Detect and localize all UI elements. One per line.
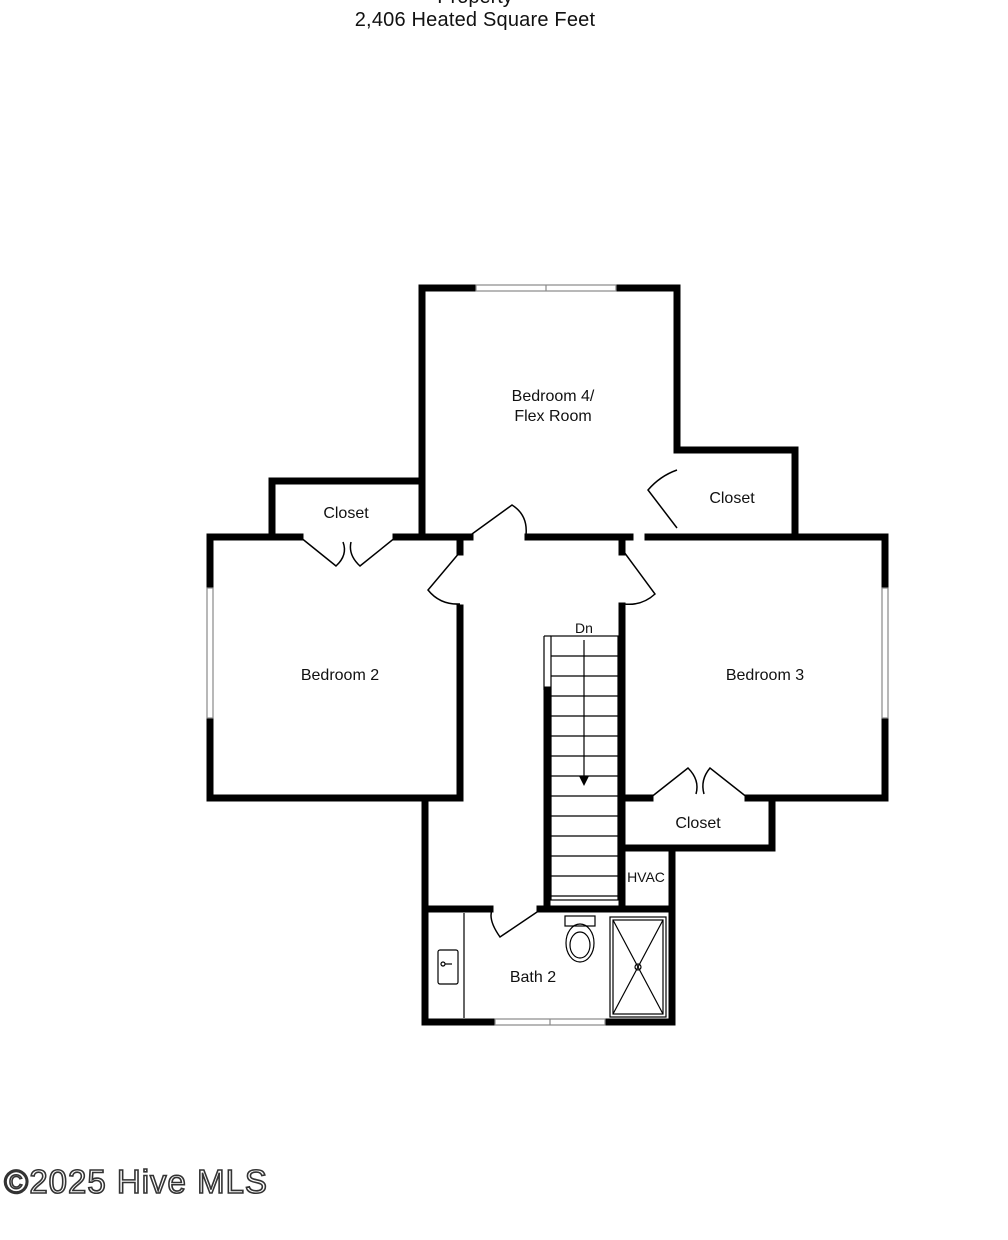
- header-partial-title: Property: [0, 0, 950, 9]
- hvac-label: HVAC: [627, 869, 665, 885]
- stairs-down-label: Dn: [575, 620, 593, 636]
- closet-right-top-label: Closet: [709, 490, 755, 507]
- closet-bedroom-3-label: Closet: [675, 815, 721, 832]
- bedroom-4-label-line1: Bedroom 4/: [512, 388, 595, 405]
- toilet-bowl-icon: [565, 923, 595, 963]
- bedroom-3-label: Bedroom 3: [726, 667, 804, 684]
- toilet-tank-icon: [564, 915, 596, 927]
- shower-icon: [609, 916, 667, 1018]
- bedroom-4-label-line2: Flex Room: [514, 408, 591, 425]
- windows: [206, 284, 889, 1026]
- sink-icon: [437, 949, 459, 985]
- heated-square-feet: 2,406 Heated Square Feet: [354, 9, 596, 31]
- stair-down-arrow-icon: [579, 776, 589, 786]
- copyright-watermark: ©2025 Hive MLS: [3, 1162, 268, 1201]
- door-swings: [299, 469, 749, 939]
- bath-fixtures: [437, 913, 667, 1018]
- closet-left-label: Closet: [323, 505, 369, 522]
- bedroom-2-label: Bedroom 2: [301, 667, 379, 684]
- exterior-walls: [206, 284, 889, 1026]
- bath-2-label: Bath 2: [510, 969, 556, 986]
- staircase: [543, 635, 619, 901]
